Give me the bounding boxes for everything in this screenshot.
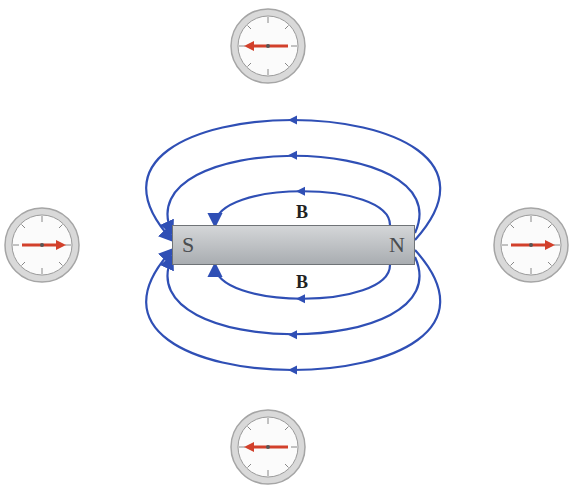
field-label: B (296, 203, 308, 221)
field-lines (146, 120, 440, 370)
pole-label: N (389, 234, 405, 256)
pole-label: S (182, 234, 194, 256)
field-label: B (296, 273, 308, 291)
compass (5, 208, 79, 282)
compass (494, 208, 568, 282)
compass (231, 9, 305, 83)
bar-magnet: SN (172, 225, 415, 265)
compass (231, 410, 305, 484)
